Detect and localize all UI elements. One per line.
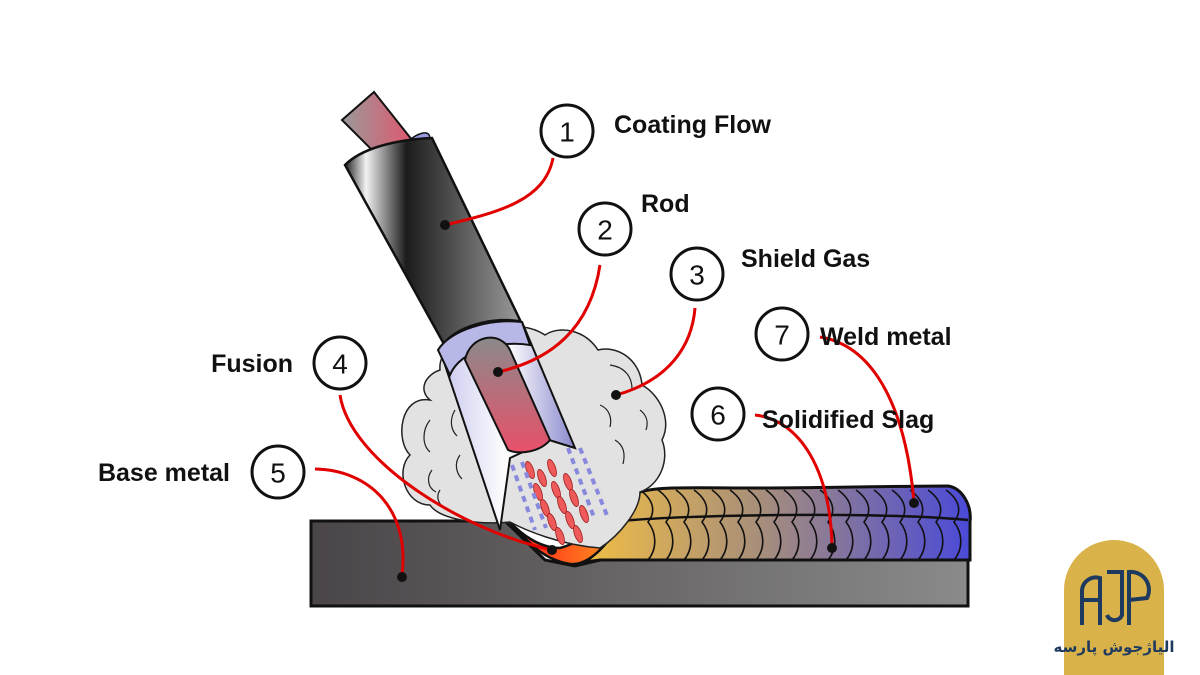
callout-number: 4: [332, 349, 348, 380]
callout-5: 5 Base metal: [98, 444, 306, 500]
weld-ripple: [855, 489, 872, 561]
callout-4: 4 Fusion: [211, 335, 368, 391]
callout-label: Shield Gas: [741, 245, 870, 273]
weld-ripple: [927, 489, 944, 561]
leader-7: [819, 335, 916, 503]
metal-droplet: [573, 525, 583, 543]
metal-droplets: [525, 459, 589, 545]
callout-number: 3: [689, 260, 705, 291]
weld-ripple: [801, 489, 818, 561]
metal-droplet: [579, 505, 589, 523]
weld-ripple: [657, 489, 674, 561]
callout-number: 2: [597, 215, 613, 246]
metal-droplet: [565, 511, 575, 529]
leader-4: [338, 394, 553, 552]
leader-1: [444, 157, 555, 227]
weld-ripple: [945, 489, 962, 561]
leader-5: [314, 467, 405, 576]
metal-droplet: [555, 527, 565, 545]
coating-body: [343, 136, 522, 357]
weld-ripple: [891, 489, 908, 561]
leader-6: [754, 413, 834, 546]
weld-ripple: [909, 489, 926, 561]
weld-ripple: [675, 489, 692, 561]
callout-number: 1: [559, 117, 575, 148]
callout-label: Solidified Slag: [762, 406, 934, 434]
weld-ripple: [639, 489, 656, 561]
logo-text: الیاژجوش پارسه: [1053, 638, 1174, 657]
weld-ripple: [837, 489, 854, 561]
callout-7: 7 Weld metal: [754, 306, 952, 362]
callout-2: 2 Rod: [577, 190, 690, 257]
metal-droplet: [569, 489, 579, 507]
metal-droplet: [557, 496, 567, 514]
callout-label: Fusion: [211, 350, 293, 378]
weld-ripple: [711, 489, 728, 561]
logo-monogram-icon: [1080, 569, 1151, 625]
callout-number: 5: [270, 458, 286, 489]
metal-droplet: [547, 459, 557, 477]
callout-number: 6: [710, 400, 726, 431]
metal-droplet: [547, 513, 557, 531]
callout-label: Rod: [641, 190, 690, 218]
callout-number: 7: [774, 320, 790, 351]
weld-ripple: [729, 489, 746, 561]
weld-bead: [584, 484, 972, 564]
weld-ripple: [873, 489, 890, 561]
company-logo[interactable]: الیاژجوش پارسه: [1053, 540, 1175, 675]
callout-label: Weld metal: [820, 323, 952, 351]
leader-lines: [314, 157, 916, 576]
callout-1: 1 Coating Flow: [539, 103, 771, 159]
weld-ripple: [783, 489, 800, 561]
callout-6: 6 Solidified Slag: [690, 386, 934, 442]
gas-swirls: [423, 364, 648, 507]
leader-2: [497, 264, 602, 374]
callout-label: Coating Flow: [614, 111, 771, 139]
rod-core: [463, 336, 552, 454]
metal-droplet: [525, 461, 535, 479]
callout-label: Base metal: [98, 459, 230, 487]
weld-ripple: [765, 489, 782, 561]
weld-ripple: [747, 489, 764, 561]
weld-ripple: [693, 489, 710, 561]
metal-droplet: [537, 469, 547, 487]
callout-3: 3 Shield Gas: [669, 245, 870, 302]
electrode: [340, 90, 577, 531]
gas-flow-lines: [510, 447, 610, 531]
leader-3: [615, 307, 697, 397]
leader-dots: [397, 220, 919, 582]
